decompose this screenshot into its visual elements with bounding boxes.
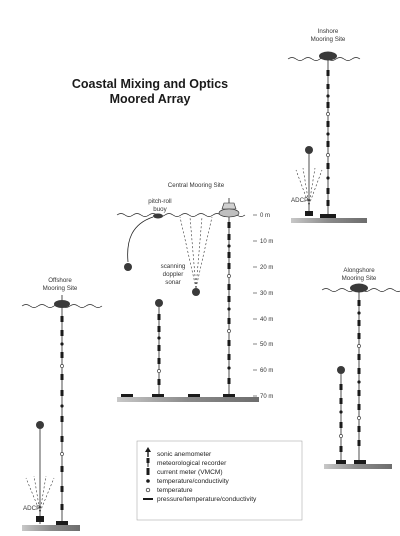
legend-item-pressure-temperature-conductivity: pressure/temperature/conductivity bbox=[143, 496, 257, 503]
diagram-title-line1: Coastal Mixing and Optics bbox=[72, 77, 228, 91]
sonar-label-line1: scanning bbox=[161, 263, 186, 270]
pitch-roll-label-line2: buoy bbox=[153, 206, 167, 213]
depth-label-0: 0 m bbox=[260, 213, 270, 219]
current-meter-icon bbox=[146, 468, 150, 475]
legend-text-pressure-temperature-conductivity: pressure/temperature/conductivity bbox=[157, 496, 257, 503]
central-buoy-tower bbox=[221, 202, 237, 210]
inshore-label-line2: Mooring Site bbox=[311, 36, 346, 43]
inshore-instruments bbox=[326, 70, 330, 206]
alongshore-seafloor bbox=[324, 464, 392, 469]
central-surface-buoy bbox=[218, 208, 240, 218]
inshore-mooring-site: Inshore Mooring Site bbox=[287, 28, 367, 223]
alongshore-anchor-2 bbox=[354, 460, 366, 464]
alongshore-mooring-site: Alongshore Mooring Site bbox=[321, 267, 400, 469]
alongshore-subsurface-float bbox=[337, 366, 345, 374]
alongshore-label-line2: Mooring Site bbox=[342, 275, 377, 282]
legend-item-temperature: temperature bbox=[145, 487, 193, 494]
legend: sonic anemometer meteorological recorder… bbox=[136, 440, 303, 521]
legend-text-meteorological-recorder: meteorological recorder bbox=[157, 460, 227, 467]
pitch-roll-buoy bbox=[153, 213, 163, 219]
central-instruments bbox=[227, 222, 231, 384]
sonar-label-line3: sonar bbox=[165, 279, 180, 286]
offshore-subsurface-float bbox=[36, 421, 44, 429]
inshore-seafloor bbox=[291, 218, 367, 223]
sonic-anemometer-icon bbox=[145, 447, 151, 457]
legend-text-temperature: temperature bbox=[157, 487, 193, 494]
central-label: Central Mooring Site bbox=[168, 182, 225, 189]
inshore-surface-buoy bbox=[319, 51, 337, 61]
inshore-subsurface-float bbox=[305, 146, 313, 154]
central-anchors bbox=[121, 394, 235, 397]
depth-label-70: 70 m bbox=[260, 394, 273, 400]
inshore-adcp-frame bbox=[305, 211, 313, 216]
offshore-surface-buoy bbox=[54, 300, 70, 308]
depth-label-40: 40 m bbox=[260, 317, 273, 323]
legend-frame bbox=[136, 440, 303, 521]
legend-item-temperature-conductivity: temperature/conductivity bbox=[146, 478, 230, 485]
inshore-adcp-label: ADCP bbox=[291, 197, 308, 204]
pitch-roll-label-line1: pitch-roll bbox=[148, 198, 171, 205]
central-secondary-instruments bbox=[157, 314, 161, 385]
depth-scale: 0 m 10 m 20 m 30 m 40 m 50 m 60 m 70 m bbox=[253, 213, 273, 400]
legend-item-sonic-anemometer: sonic anemometer bbox=[145, 447, 212, 458]
alongshore-label-line1: Alongshore bbox=[343, 267, 375, 274]
alongshore-secondary-instruments bbox=[339, 384, 343, 452]
temperature-conductivity-icon bbox=[146, 479, 150, 483]
offshore-label-line2: Mooring Site bbox=[43, 285, 78, 292]
offshore-anchor bbox=[56, 521, 68, 525]
alongshore-instruments bbox=[357, 300, 361, 446]
offshore-adcp-label: ADCP bbox=[23, 505, 40, 512]
sonar-label-line2: doppler bbox=[163, 271, 184, 278]
offshore-label-line1: Offshore bbox=[48, 277, 72, 284]
offshore-mooring-site: Offshore Mooring Site bbox=[21, 277, 103, 531]
central-secondary-float bbox=[155, 299, 163, 307]
legend-item-current-meter: current meter (VMCM) bbox=[146, 468, 223, 476]
central-seafloor bbox=[117, 397, 259, 402]
inshore-anchor bbox=[320, 214, 336, 218]
depth-label-10: 10 m bbox=[260, 239, 273, 245]
sonar-float bbox=[192, 288, 200, 296]
alongshore-anchor-1 bbox=[336, 460, 346, 464]
legend-item-meteorological-recorder: meteorological recorder bbox=[146, 458, 227, 467]
legend-text-sonic-anemometer: sonic anemometer bbox=[157, 451, 212, 458]
legend-text-temperature-conductivity: temperature/conductivity bbox=[157, 478, 230, 485]
offshore-adcp-frame bbox=[36, 516, 44, 522]
depth-label-30: 30 m bbox=[260, 291, 273, 297]
offshore-instruments bbox=[60, 316, 64, 510]
sonar-beams bbox=[179, 216, 213, 289]
diagram-title-line2: Moored Array bbox=[110, 92, 191, 106]
offshore-seafloor bbox=[22, 525, 80, 531]
depth-label-60: 60 m bbox=[260, 368, 273, 374]
alongshore-surface-buoy bbox=[350, 283, 368, 293]
inshore-label-line1: Inshore bbox=[318, 28, 339, 35]
depth-label-50: 50 m bbox=[260, 342, 273, 348]
pitch-roll-tether bbox=[127, 216, 154, 263]
meteorological-recorder-icon bbox=[146, 458, 150, 467]
central-mooring-site: Central Mooring Site pitch-roll buoy sca… bbox=[116, 182, 273, 402]
temperature-icon bbox=[145, 487, 151, 493]
legend-text-current-meter: current meter (VMCM) bbox=[157, 469, 223, 476]
depth-label-20: 20 m bbox=[260, 265, 273, 271]
pitch-roll-subsurface-float bbox=[124, 263, 132, 271]
pressure-temperature-conductivity-icon bbox=[143, 498, 153, 500]
